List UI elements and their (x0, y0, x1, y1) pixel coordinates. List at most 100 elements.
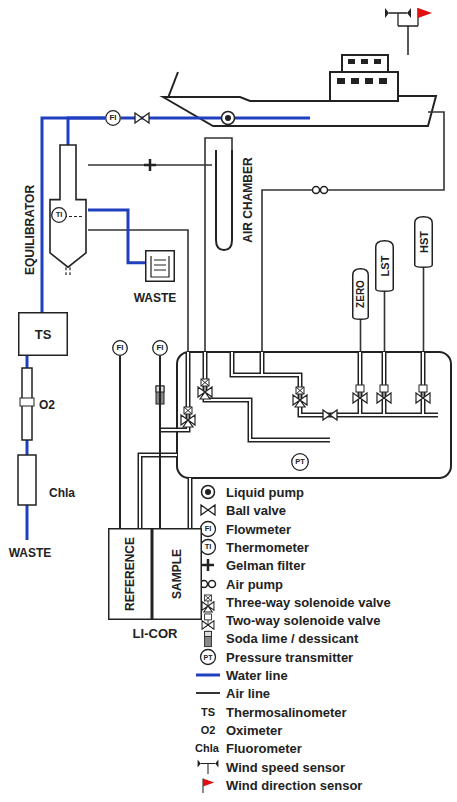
instrument-label: O2 (39, 399, 55, 411)
legend-symbol-text: TS (201, 707, 215, 718)
waste-container: WASTE (145, 250, 175, 282)
air-chamber: AIR CHAMBER (212, 150, 236, 250)
legend-text: Flowmeter (226, 523, 291, 536)
node-label: FI (109, 114, 116, 122)
flowmeter: FI (105, 110, 121, 126)
legend-symbol-text: FI (205, 525, 212, 533)
air-line (205, 138, 232, 352)
legend-text: Wind speed sensor (226, 761, 345, 774)
pressure-transmitter: PT (291, 453, 309, 471)
ship (385, 8, 411, 26)
legend-symbol-text: TI (205, 543, 212, 551)
oximeter (20, 398, 34, 406)
legend-samples (201, 581, 216, 588)
outlet-label: WASTE (9, 547, 52, 559)
ship (365, 78, 373, 84)
water-line (88, 210, 145, 263)
valve-panel (416, 385, 430, 403)
legend-samples (202, 559, 214, 571)
legend-samples (201, 650, 216, 665)
legend-text: Wind direction sensor (226, 779, 362, 792)
system-drawing (135, 113, 149, 123)
equilibrator: EQUILIBRATORTI (48, 145, 88, 275)
waste-container-outline (145, 250, 175, 282)
ship (330, 72, 398, 101)
node-label: WASTE (134, 292, 177, 304)
node-label: FI (156, 344, 163, 352)
flowmeter: FI (112, 340, 128, 356)
valve-panel (140, 352, 438, 528)
legend-text: Soda lime / dessicant (226, 632, 358, 645)
legend-samples (202, 614, 214, 629)
flowmeter: FI (152, 340, 168, 356)
legend-text: Pressure transmitter (226, 651, 353, 664)
oximeter (20, 368, 34, 440)
ship (351, 78, 359, 84)
legend-samples (203, 779, 214, 793)
node-label: AIR CHAMBER (242, 157, 254, 242)
valve-panel (140, 352, 451, 528)
air-line (159, 356, 161, 528)
legend-text: Oximeter (226, 724, 282, 737)
valve-panel (377, 385, 391, 403)
system-drawing (144, 159, 156, 171)
legend-text: Two-way solenoide valve (226, 614, 380, 627)
legend-samples (202, 486, 215, 499)
legend-samples (205, 631, 212, 646)
legend-samples (196, 692, 220, 694)
system-drawing (313, 187, 328, 194)
air-line (88, 112, 444, 352)
valve-panel (140, 352, 438, 528)
ship (379, 78, 387, 84)
ship (342, 55, 388, 72)
ship (398, 26, 418, 55)
ship (168, 72, 178, 98)
ship (337, 78, 345, 84)
node-label: SAMPLE (171, 549, 183, 599)
node-label: PT (295, 458, 305, 466)
legend-samples (201, 505, 215, 515)
thermosalinometer: TS (18, 312, 68, 356)
system-drawing (222, 112, 235, 125)
valve-panel (293, 387, 307, 407)
legend-text: Liquid pump (226, 486, 304, 499)
licor-analyzer: LI-CORREFERENCESAMPLE (108, 528, 202, 620)
instrument-label: Chla (49, 487, 75, 499)
node-label: LST (379, 256, 390, 277)
fluorometer (18, 455, 36, 505)
legend-text: Thermometer (226, 541, 309, 554)
node-label: EQUILIBRATOR (24, 184, 36, 274)
legend-samples (201, 522, 216, 537)
node-label: HST (418, 231, 429, 253)
legend-text: Fluorometer (226, 742, 302, 755)
node-label: REFERENCE (124, 537, 136, 611)
sample-cell: SAMPLE (152, 528, 202, 620)
gas-cylinder: ZERO (352, 268, 369, 320)
water-line (42, 118, 105, 312)
ship (361, 59, 368, 64)
fluorometer (18, 455, 36, 505)
legend-text: Air line (226, 687, 270, 700)
air-line (119, 356, 121, 528)
legend-text: Thermosalinometer (226, 706, 347, 719)
valve-panel (353, 385, 367, 403)
valve-panel (198, 379, 212, 399)
legend-samples (202, 595, 214, 612)
node-label: TS (35, 328, 52, 341)
legend-text: Water line (226, 669, 288, 682)
legend-samples (196, 674, 220, 677)
legend-text: Gelman filter (226, 559, 305, 572)
legend-symbol-text: O2 (201, 725, 216, 736)
gas-cylinder: HST (414, 216, 433, 268)
legend-text: Ball valve (226, 504, 286, 517)
node-label: TI (56, 211, 63, 219)
thermometer: TI (51, 207, 67, 223)
legend-symbol-text: PT (204, 654, 213, 661)
legend-samples (201, 540, 216, 555)
air-line (88, 230, 188, 352)
legend-text: Three-way solenoide valve (226, 596, 391, 609)
valve-panel (181, 407, 195, 427)
node-label: ZERO (356, 280, 366, 308)
ship (374, 59, 381, 64)
